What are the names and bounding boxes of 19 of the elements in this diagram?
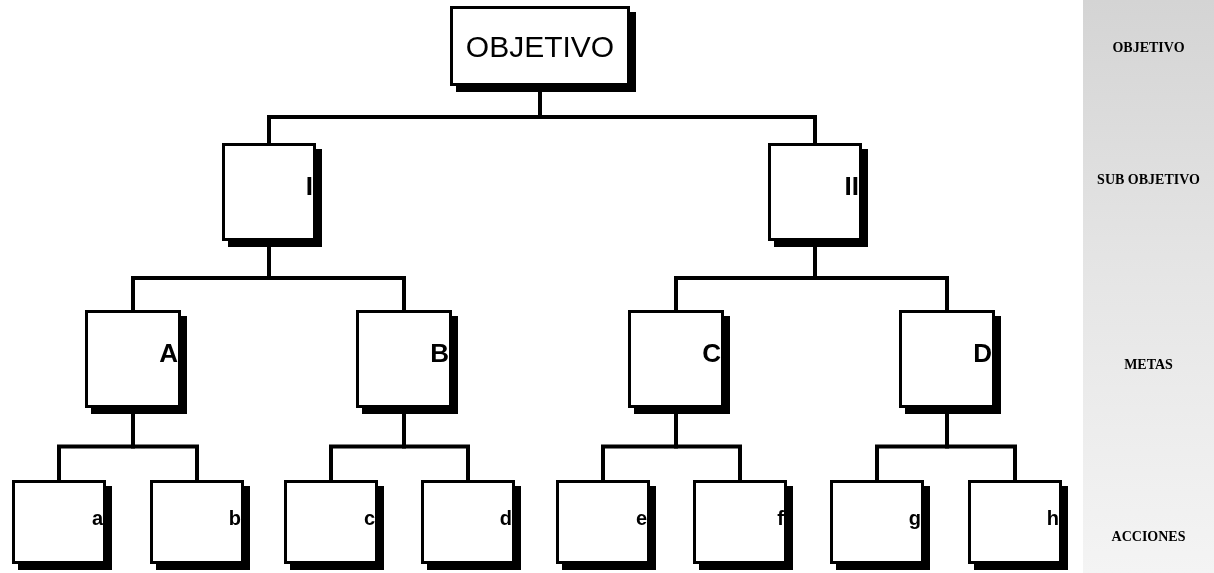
- box-label: b: [228, 506, 241, 531]
- box-label: I: [305, 169, 313, 203]
- level-label: ACCIONES: [1110, 528, 1187, 546]
- box-label: c: [363, 506, 375, 531]
- box-label: II: [844, 169, 859, 203]
- box-label: OBJETIVO: [465, 28, 615, 65]
- box-label: g: [908, 506, 921, 531]
- box-label: f: [777, 506, 784, 531]
- box-label: e: [635, 506, 647, 531]
- box-label: d: [499, 506, 512, 531]
- box-label: a: [91, 506, 103, 531]
- box-label: D: [973, 336, 992, 370]
- level-label: METAS: [1123, 356, 1174, 374]
- box-label: B: [430, 336, 449, 370]
- box-label: C: [702, 336, 721, 370]
- level-label: OBJETIVO: [1111, 39, 1186, 57]
- box-label: A: [159, 336, 178, 370]
- box-label: h: [1046, 506, 1059, 531]
- level-label: SUB OBJETIVO: [1096, 171, 1201, 189]
